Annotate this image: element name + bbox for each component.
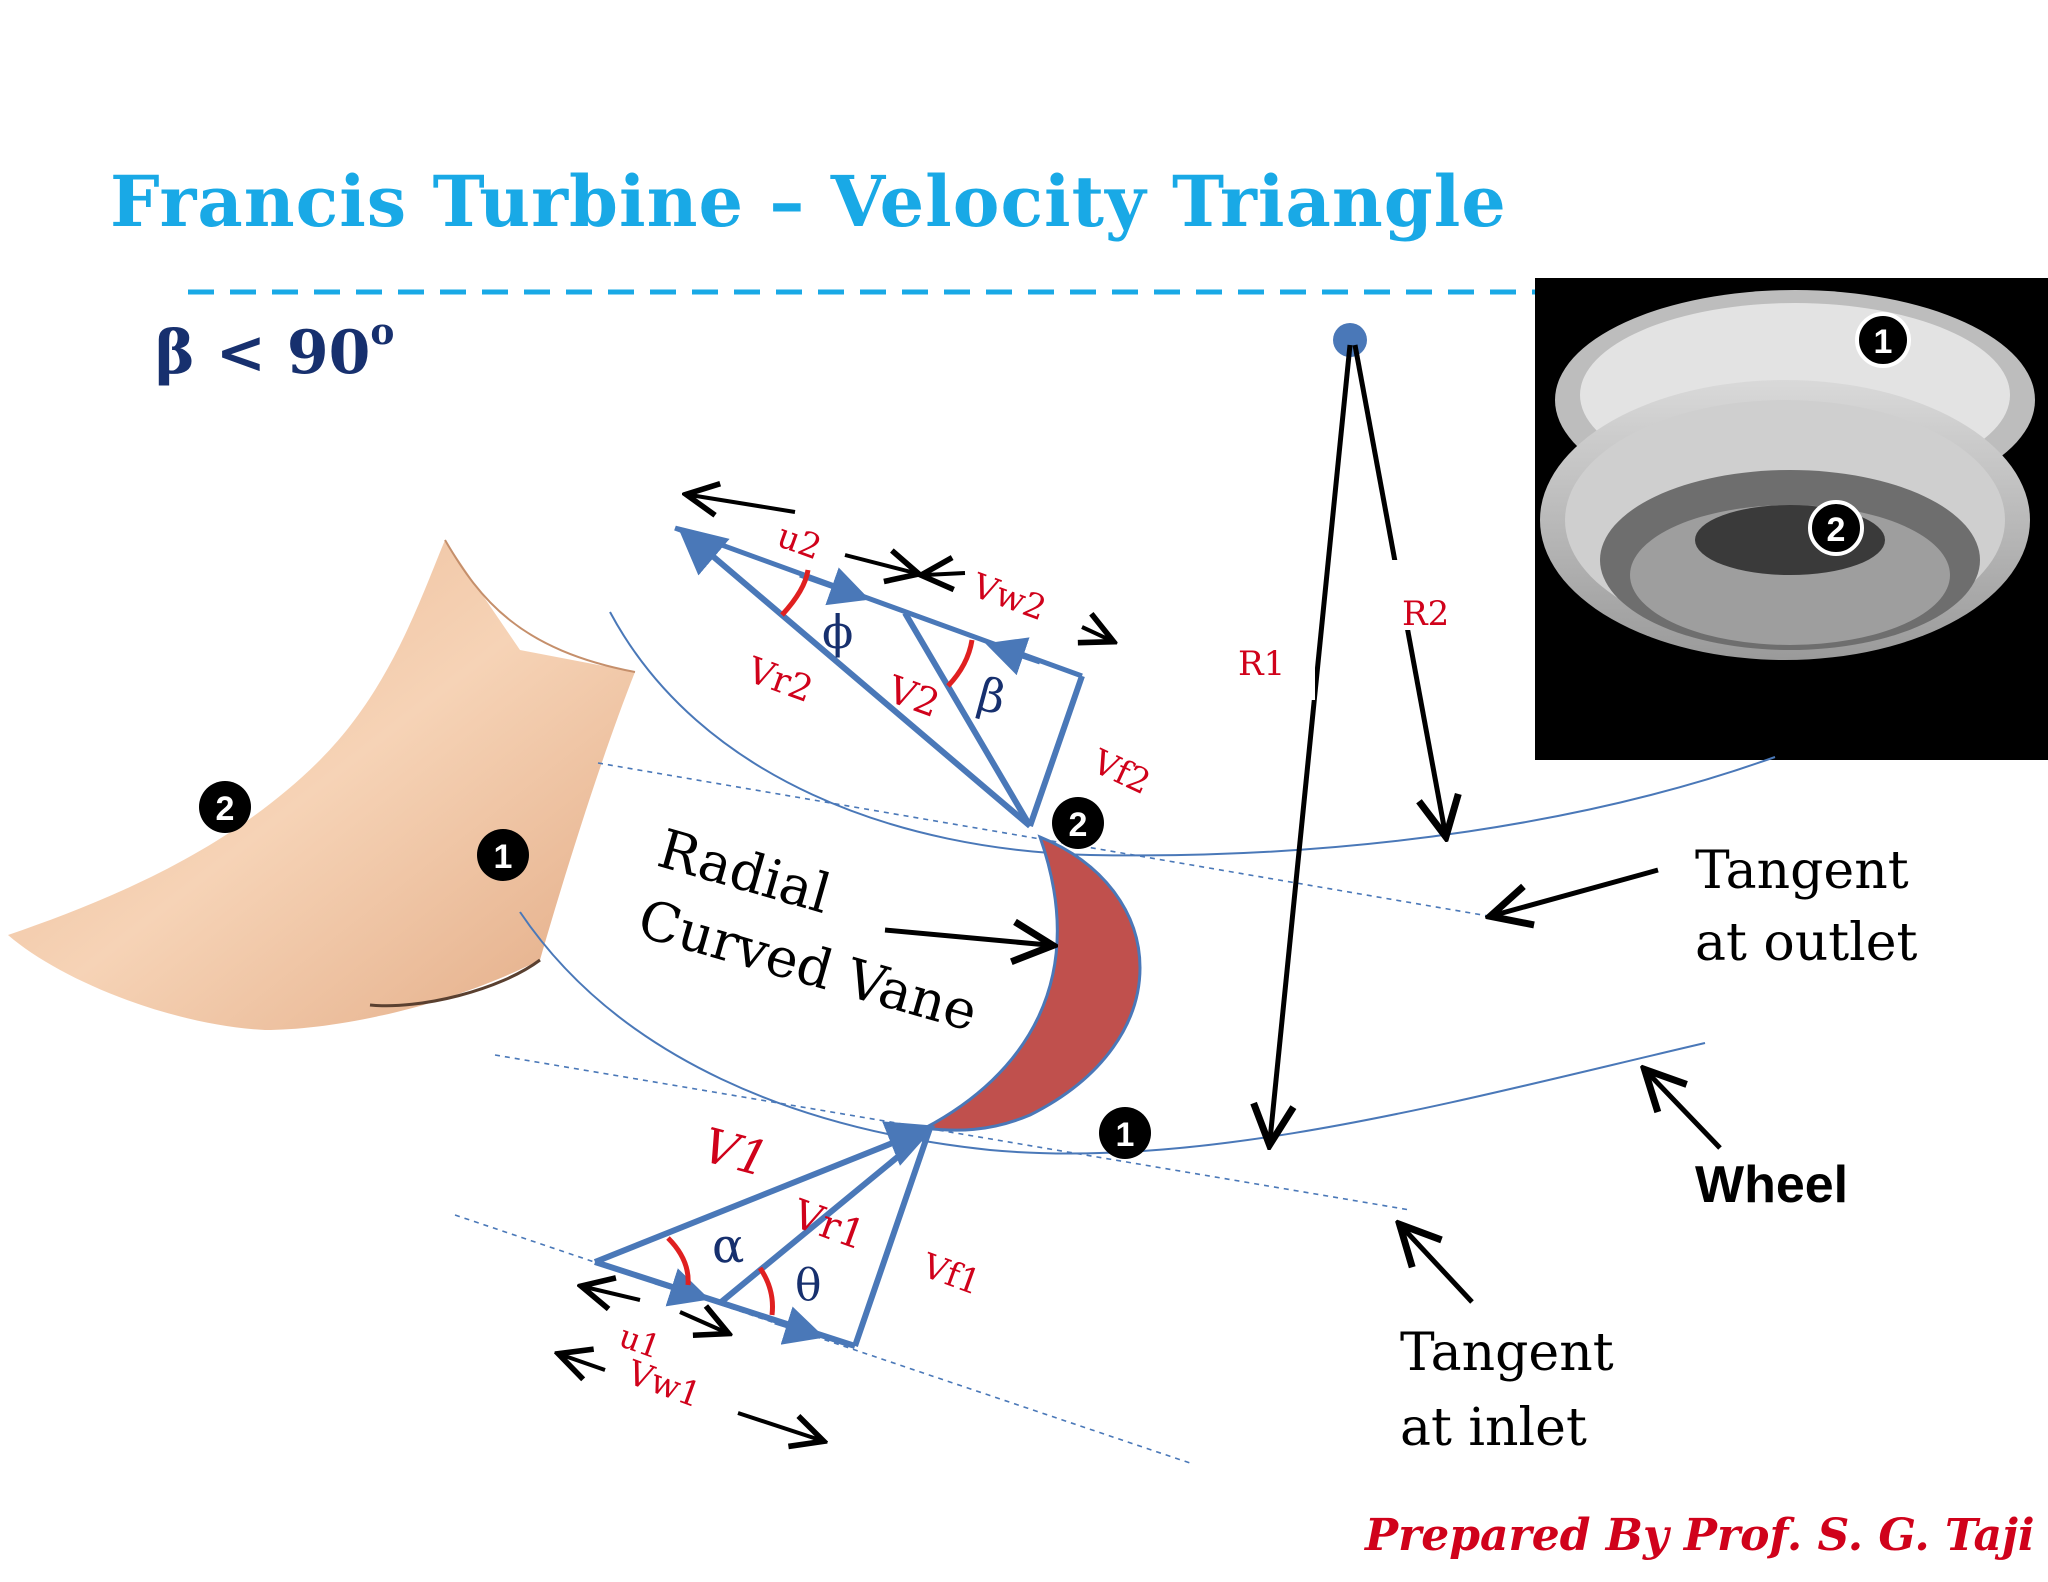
vf2-label: Vf2 (1085, 741, 1156, 803)
vane-point-2-label: 2 (1069, 806, 1088, 844)
runner-point-2-marker (1808, 500, 1864, 556)
blade-illustration: 2 1 (8, 539, 636, 1030)
beta-label: β (972, 666, 1012, 725)
wheel-label: Wheel (1695, 1156, 1848, 1214)
u2-label: u2 (772, 516, 827, 568)
u1-dim-arrow-left (585, 1287, 641, 1300)
v1-vector (593, 1121, 936, 1265)
v2-label: V2 (881, 667, 946, 726)
r1-label: R1 (1238, 644, 1285, 684)
vane-point-1-label: 1 (1116, 1116, 1135, 1154)
beta-condition-text: β < 90 (155, 318, 371, 388)
vr1-vector (718, 1129, 930, 1306)
v2-vector (902, 611, 1033, 828)
outlet-wheel-circle (609, 611, 1776, 857)
runner-point-1-label: 1 (1874, 323, 1893, 361)
vw2-left-dim-arrow (925, 573, 966, 575)
v1-label: V1 (697, 1117, 774, 1188)
runner-photo: 1 2 (1535, 278, 2048, 760)
vf2-vector (1027, 675, 1085, 827)
page-title: Francis Turbine – Velocity Triangle (110, 160, 1507, 243)
blade-point-1-label: 1 (494, 838, 513, 876)
radial-curved-vane (920, 834, 1142, 1132)
phi-label: ϕ (822, 605, 853, 659)
vr2-label: Vr2 (741, 650, 818, 711)
tangent-outlet-label-1: Tangent (1695, 841, 1909, 901)
runner-point-2-label: 2 (1827, 511, 1846, 549)
tangent-outlet-label-2: at outlet (1695, 913, 1918, 973)
alpha-label: α (712, 1218, 744, 1274)
theta-label: θ (795, 1260, 822, 1311)
tangent-inlet-label-1: Tangent (1400, 1323, 1614, 1383)
vw2-right-dim-arrow (1082, 627, 1110, 640)
theta-angle-arc (757, 1266, 775, 1316)
u2-left-dim-arrow (690, 495, 796, 512)
beta-angle-arc (946, 639, 975, 688)
vr2-vector (677, 526, 1032, 829)
outlet-velocity-triangle (674, 525, 1085, 829)
vane-pointer-arrow (884, 930, 1048, 945)
outlet-tangent-line (597, 762, 1501, 919)
vw1-arrow (774, 1306, 825, 1345)
vane-point-1-marker (1099, 1107, 1151, 1159)
vane-point-2-marker (1052, 797, 1104, 849)
vw2-arrow (985, 637, 1041, 676)
vf1-label: Vf1 (916, 1246, 986, 1304)
r2-label: R2 (1402, 594, 1449, 634)
u2-arrow (799, 567, 870, 606)
alpha-angle-arc (666, 1236, 691, 1286)
blade-point-2-label: 2 (216, 790, 235, 828)
blade-point-1-marker (477, 829, 529, 881)
wheel-pointer (1648, 1073, 1722, 1150)
inlet-lower-tangent-line (454, 1214, 1191, 1464)
tangent-outlet-pointer (1495, 867, 1659, 915)
vw1-dim-arrow-left (562, 1355, 606, 1370)
inlet-wheel-circle (519, 911, 1706, 1155)
credit-line: Prepared By Prof. S. G. Taji (1365, 1510, 2035, 1561)
beta-condition: β < 90o (155, 311, 394, 388)
vw1-label: Vw1 (621, 1353, 706, 1417)
runner-point-1-marker (1855, 312, 1911, 368)
tangent-inlet-pointer (1403, 1228, 1474, 1304)
vw2-label: Vw2 (966, 566, 1051, 630)
wheel-center-dot (1333, 323, 1367, 357)
phi-angle-arc (780, 569, 811, 617)
inlet-tangent-line (494, 1054, 1411, 1211)
vf1-vector (852, 1127, 933, 1347)
radius-r1-arrow (1270, 344, 1353, 1140)
inlet-velocity-triangle (593, 1121, 936, 1349)
tangent-inlet-label-2: at inlet (1400, 1398, 1587, 1458)
u2-right-dim-arrow (844, 555, 915, 573)
vw1-dim-arrow-right (737, 1411, 820, 1440)
vr1-label: Vr1 (786, 1191, 872, 1260)
u1-dim-arrow-right (679, 1312, 725, 1332)
degree-sup: o (370, 311, 395, 353)
blade-point-2-marker (199, 781, 251, 833)
u1-arrow (654, 1268, 710, 1307)
